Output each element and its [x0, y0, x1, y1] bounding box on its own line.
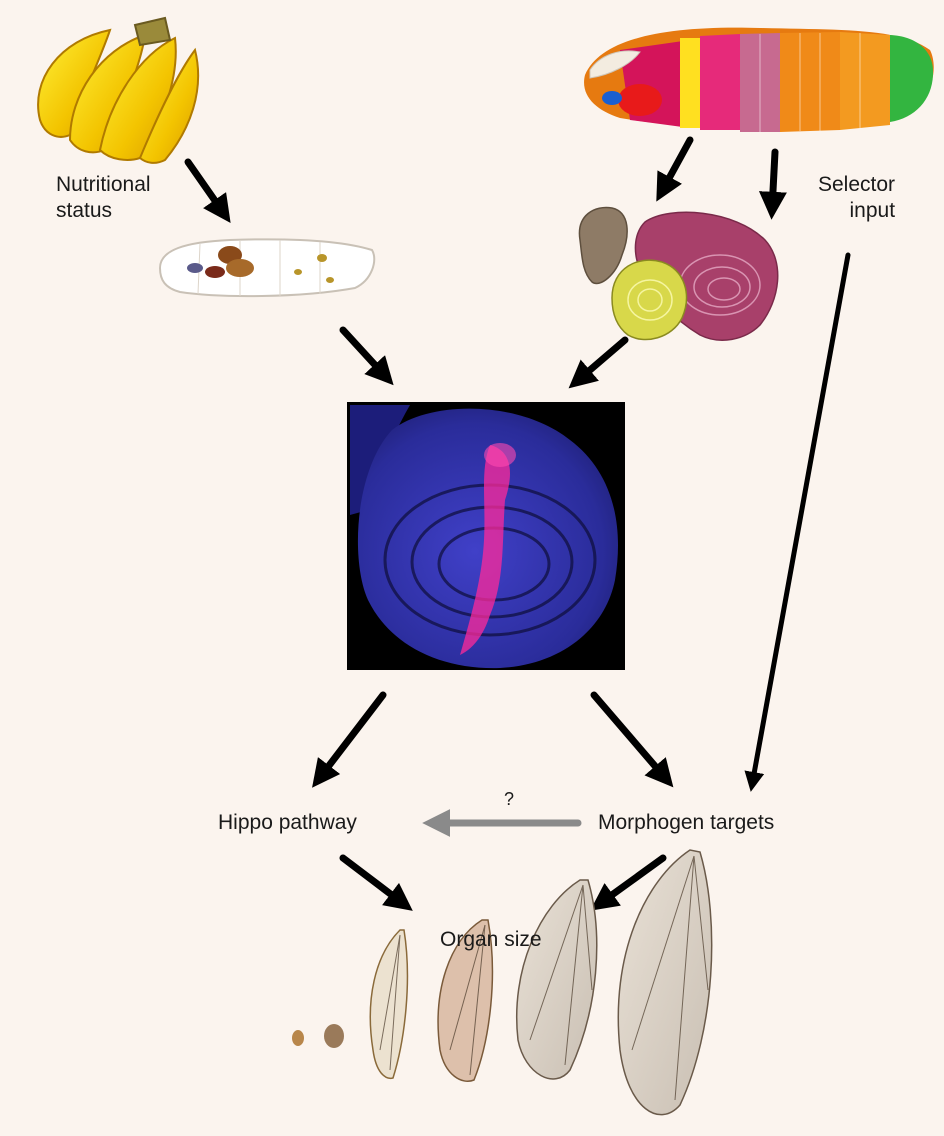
- selector-input-label: Selector input: [818, 172, 895, 224]
- hippo-pathway-label: Hippo pathway: [218, 810, 357, 836]
- nutritional-status-label: Nutritional status: [56, 172, 151, 224]
- arrow-panel-to-morphogen: [594, 695, 667, 780]
- arrow-selector-to-morphogen: [752, 255, 848, 785]
- wing-size-series-icon: [292, 850, 712, 1115]
- wing-disc-fluorescence-icon: [347, 402, 625, 670]
- embryo-segments-icon: [584, 28, 934, 132]
- morphogen-targets-label: Morphogen targets: [598, 810, 774, 836]
- arrow-larva-to-panel: [343, 330, 387, 378]
- arrow-panel-to-hippo: [318, 695, 383, 780]
- imaginal-discs-icon: [579, 207, 777, 340]
- bananas-icon: [38, 18, 198, 163]
- arrow-embryo-to-disc-left: [661, 140, 690, 193]
- larva-icon: [160, 239, 374, 296]
- arrow-nutrition-to-larva: [188, 162, 225, 215]
- uncertain-link-question-mark: ?: [504, 786, 514, 812]
- arrow-embryo-to-disc-right: [772, 152, 775, 210]
- arrow-discs-to-panel: [576, 340, 625, 382]
- arrow-hippo-to-organ-size: [343, 858, 405, 905]
- organ-size-label: Organ size: [440, 927, 542, 953]
